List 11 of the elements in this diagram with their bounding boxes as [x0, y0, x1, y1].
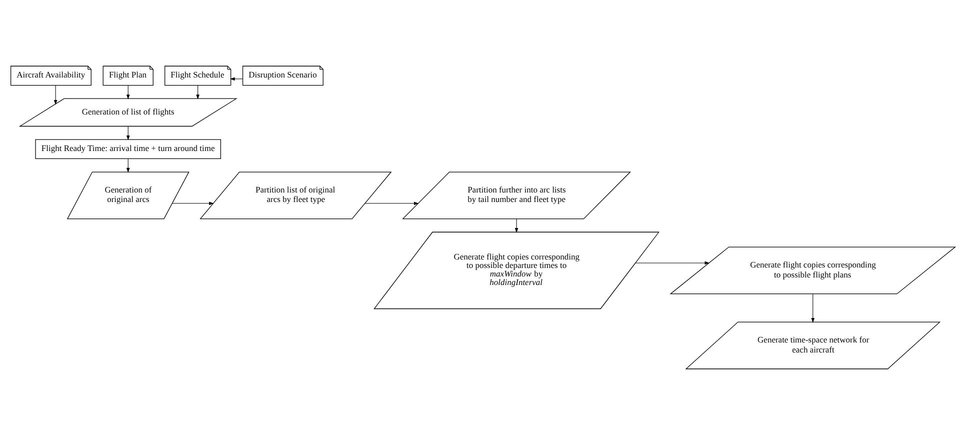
node-box: Flight Ready Time: arrival time + turn around time: [35, 138, 222, 159]
arrow: [364, 201, 419, 205]
arrow: [126, 84, 130, 99]
arrow: [811, 293, 815, 322]
arrow: [172, 201, 214, 205]
arrow: [126, 126, 130, 140]
arrow: [635, 260, 710, 264]
arrow: [196, 84, 200, 99]
arrow: [514, 218, 518, 232]
arrow: [54, 84, 58, 104]
arrow: [126, 158, 130, 172]
